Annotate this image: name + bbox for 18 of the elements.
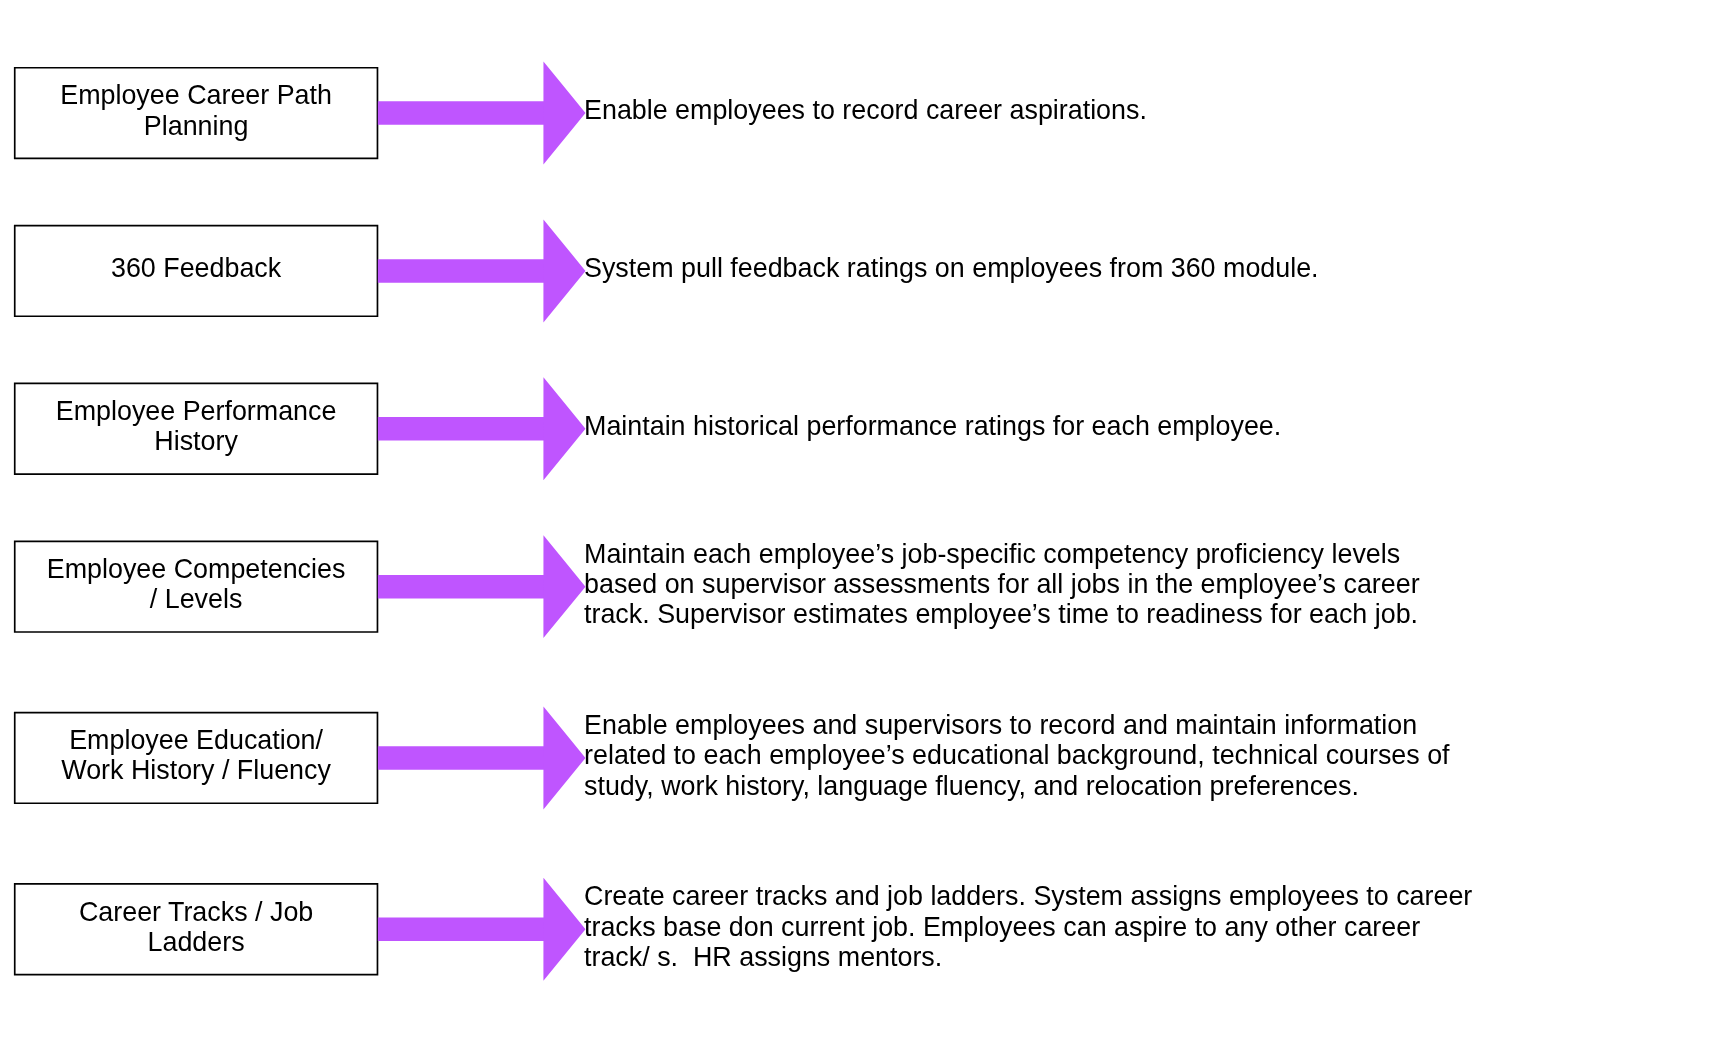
node-box: 360 Feedback [13,224,379,318]
arrow [377,219,586,323]
node-box: Employee Competencies / Levels [13,540,379,633]
node-text: Create career tracks and job ladders. System assigns employees to career tracks base don current job. Employees can aspire to any other career track/ s. HR assigns mentors. [584,881,1473,972]
arrow [377,535,586,639]
node-text: Enable employees to record career aspirations. [584,95,1147,126]
arrow [377,877,586,981]
arrow [377,377,586,481]
arrow [377,61,586,165]
node-text: System pull feedback ratings on employees from 360 module. [584,253,1319,284]
arrow [377,706,586,810]
node-text: Maintain historical performance ratings for each employee. [584,411,1282,442]
node-box: Employee Education/ Work History / Fluency [13,711,379,805]
node-text: Maintain each employee’s job-specific competency proficiency levels based on supervisor assessments for all jobs in the employee’s career track. Supervisor estimates employee’s time to readiness for each job. [584,538,1420,630]
node-box: Employee Performance History [13,382,379,475]
node-text: Enable employees and supervisors to record and maintain information related to each employee’s educational background, technical courses of study, work history, language fluency, and relocation preferences. [584,710,1450,801]
node-box: Career Tracks / Job Ladders [13,883,379,976]
node-box: Employee Career Path Planning [13,66,379,160]
